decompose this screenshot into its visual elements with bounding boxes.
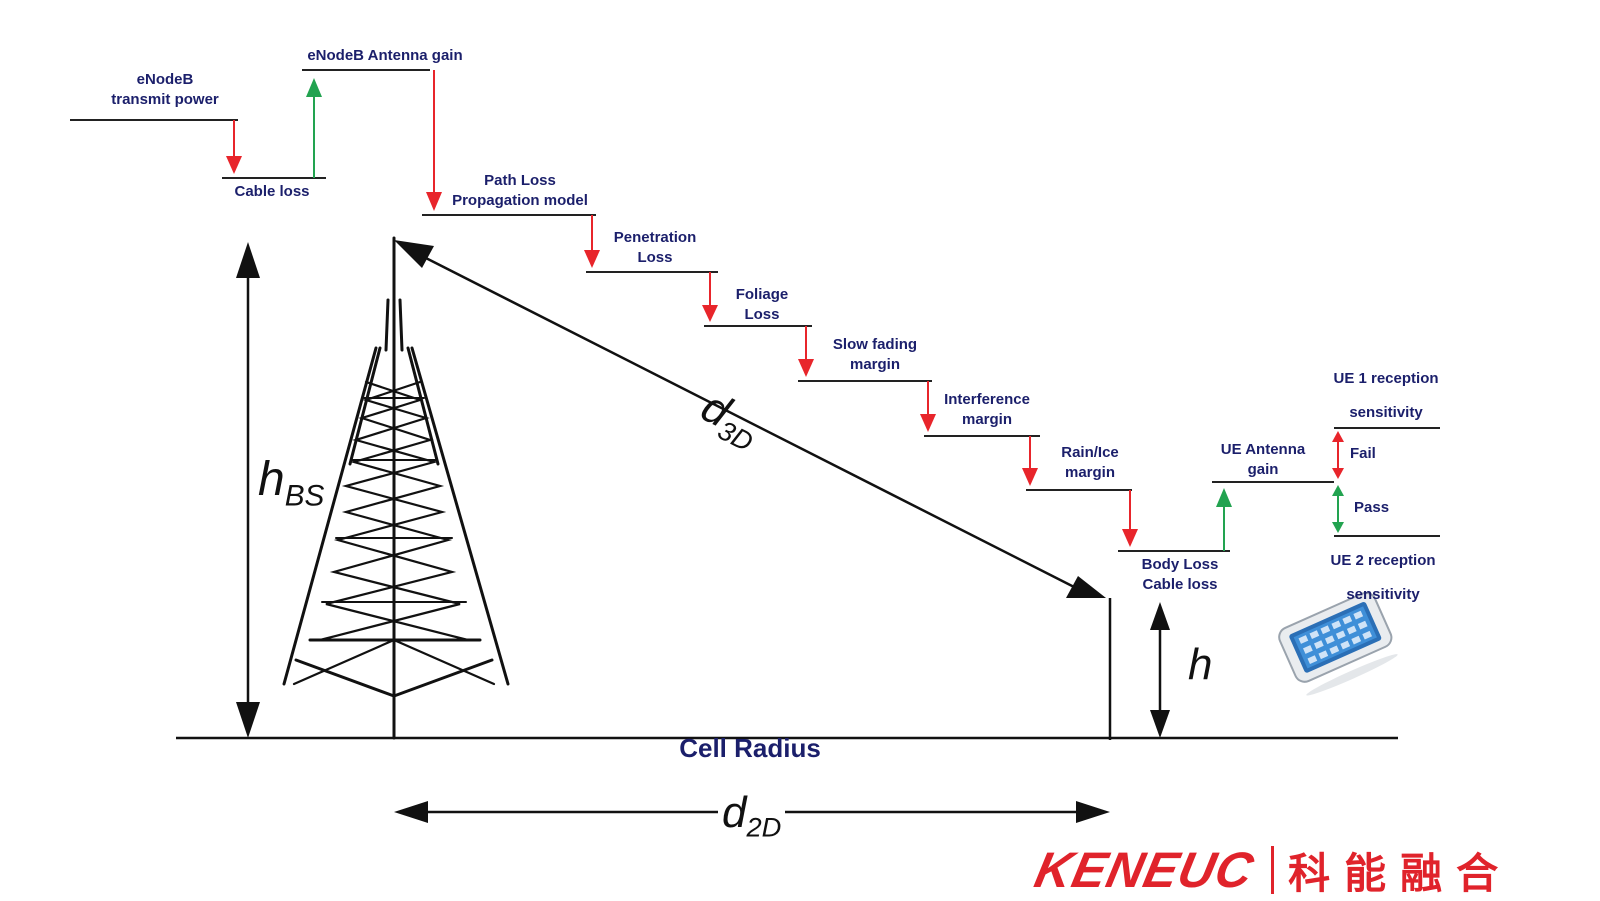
- logo-cjk-text: 科能融合: [1288, 848, 1513, 898]
- gain-arrow-enodeb-antenna: [306, 78, 322, 178]
- loss-arrow-foliage: [702, 272, 718, 322]
- label-d2d-main: d: [722, 788, 747, 837]
- label-d2d-sub: 2D: [746, 811, 782, 843]
- label-cable-loss-line1: Cable loss: [234, 183, 310, 200]
- label-rain-ice-line2: margin: [1064, 464, 1115, 481]
- label-interference: Interference margin: [932, 390, 1042, 430]
- label-ue1-sensitivity: UE 1 reception sensitivity: [1316, 362, 1456, 430]
- label-penetration-loss-line1: Penetration: [613, 229, 697, 246]
- label-ue-antenna-gain-line2: gain: [1247, 461, 1279, 478]
- h-bs-arrow: [236, 242, 260, 738]
- loss-arrow-penetration: [584, 215, 600, 268]
- level-lines: [70, 69, 1440, 552]
- label-h-bs: hBS: [258, 452, 324, 513]
- label-enodeb-tx-power-line2: transmit power: [111, 91, 219, 108]
- label-enodeb-tx-power: eNodeB transmit power: [92, 70, 238, 110]
- label-interference-line2: margin: [961, 411, 1012, 428]
- label-h-ue: h: [1188, 640, 1213, 689]
- label-ue-antenna-gain-line1: UE Antenna: [1220, 441, 1306, 458]
- label-penetration-loss-line2: Loss: [637, 249, 673, 266]
- cell-tower-icon: [282, 236, 510, 740]
- d3d-arrow: [394, 240, 1106, 598]
- pass-arrow: [1332, 485, 1344, 533]
- label-cell-radius: Cell Radius: [679, 733, 821, 763]
- label-foliage-loss-line2: Loss: [744, 306, 780, 323]
- label-ue2-sensitivity: UE 2 reception sensitivity: [1310, 544, 1456, 612]
- label-path-loss-line2: Propagation model: [452, 192, 588, 209]
- label-fail: Fail: [1350, 445, 1376, 462]
- label-rain-ice: Rain/Ice margin: [1040, 443, 1140, 483]
- loss-arrow-path: [426, 70, 442, 211]
- label-slow-fading-line1: Slow fading: [832, 336, 918, 353]
- label-ue1-sensitivity-line2: sensitivity: [1349, 404, 1423, 421]
- keneuc-logo: KENEUC 科能融合: [1030, 840, 1513, 900]
- label-d2d: d2D: [718, 788, 786, 844]
- logo-latin-text: KENEUC: [1030, 842, 1260, 898]
- label-ue2-sensitivity-line1: UE 2 reception: [1330, 552, 1436, 569]
- loss-arrow-rain-ice: [1022, 436, 1038, 486]
- smartphone-icon: [1278, 591, 1398, 696]
- loss-arrow-slow-fading: [798, 326, 814, 377]
- loss-arrow-body-cable: [1122, 490, 1138, 547]
- label-enodeb-antenna-gain: eNodeB Antenna gain: [290, 46, 480, 66]
- label-slow-fading: Slow fading margin: [812, 335, 938, 375]
- loss-arrows: [226, 70, 1138, 547]
- gain-arrow-ue-antenna: [1216, 488, 1232, 551]
- h-ue-arrow: [1150, 602, 1170, 738]
- label-path-loss-line1: Path Loss: [484, 172, 556, 189]
- label-foliage-loss: Foliage Loss: [716, 285, 808, 325]
- label-ue-antenna-gain: UE Antenna gain: [1206, 440, 1320, 480]
- label-penetration-loss: Penetration Loss: [598, 228, 712, 268]
- label-ue2-sensitivity-line2: sensitivity: [1346, 586, 1420, 603]
- label-body-cable-loss-line2: Cable loss: [1142, 576, 1218, 593]
- loss-arrow-interference: [920, 381, 936, 432]
- label-enodeb-antenna-gain-line1: eNodeB Antenna gain: [307, 47, 463, 64]
- label-pass: Pass: [1354, 499, 1390, 516]
- label-path-loss: Path Loss Propagation model: [440, 171, 600, 211]
- label-ue1-sensitivity-line1: UE 1 reception: [1333, 370, 1439, 387]
- label-cable-loss: Cable loss: [216, 182, 328, 202]
- label-enodeb-tx-power-line1: eNodeB: [136, 71, 194, 88]
- gain-arrows: [306, 78, 1232, 551]
- logo-divider: [1271, 846, 1275, 894]
- label-interference-line1: Interference: [944, 391, 1030, 408]
- label-h-bs-main: h: [258, 453, 285, 506]
- label-body-cable-loss-line1: Body Loss: [1141, 556, 1219, 573]
- fail-arrow: [1332, 431, 1344, 479]
- label-body-cable-loss: Body Loss Cable loss: [1122, 555, 1238, 595]
- label-foliage-loss-line1: Foliage: [735, 286, 789, 303]
- label-h-bs-sub: BS: [284, 479, 325, 513]
- label-slow-fading-line2: margin: [849, 356, 900, 373]
- label-rain-ice-line1: Rain/Ice: [1061, 444, 1119, 461]
- loss-arrow-cable: [226, 120, 242, 174]
